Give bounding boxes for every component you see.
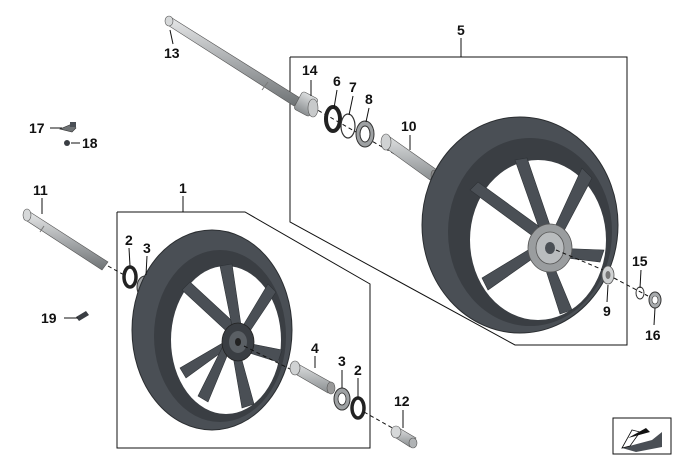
- front-bearing-3-right: [333, 387, 351, 411]
- valve-17: [59, 122, 77, 133]
- rear-seal-6: [324, 105, 342, 133]
- callout-8: 8: [365, 91, 373, 107]
- callout-5: 5: [457, 22, 465, 38]
- callout-9: 9: [603, 303, 611, 319]
- callout-1: 1: [179, 180, 187, 196]
- callout-10: 10: [401, 118, 417, 134]
- rear-spacer-9: [601, 265, 615, 285]
- callout-18: 18: [82, 135, 98, 151]
- valve-cap-18: [64, 140, 70, 146]
- callout-4: 4: [311, 340, 319, 356]
- callout-11: 11: [33, 182, 48, 198]
- callout-19: 19: [41, 310, 57, 326]
- callout-16: 16: [645, 327, 661, 343]
- rear-nut-16: [648, 291, 662, 309]
- arrow-icon: [612, 417, 672, 455]
- rear-wheel: [421, 116, 619, 334]
- callout-2-left: 2: [125, 232, 133, 248]
- callout-3-left: 3: [143, 240, 151, 256]
- front-sleeve-12: [390, 425, 418, 449]
- callout-13: 13: [164, 45, 180, 61]
- rear-spacer-14: [294, 91, 319, 118]
- callout-7: 7: [349, 79, 357, 95]
- rear-spacer-sleeve-10: [380, 133, 438, 181]
- rear-washer-15: [635, 286, 645, 300]
- front-seal-2-right: [350, 396, 366, 420]
- rear-wheel-frame: [289, 38, 628, 346]
- rear-circlip-7: [340, 113, 356, 139]
- callout-2-right: 2: [354, 362, 362, 378]
- callout-12: 12: [394, 393, 410, 409]
- callout-6: 6: [333, 73, 341, 89]
- rear-bearing-8: [355, 120, 375, 148]
- callout-15: 15: [632, 253, 648, 269]
- front-axle: [22, 208, 127, 277]
- front-wheel-frame: [116, 196, 371, 449]
- front-seal-2-left: [122, 265, 138, 289]
- callout-3-right: 3: [338, 353, 346, 369]
- front-spacer-4: [289, 360, 336, 395]
- leader-lines: [41, 29, 656, 428]
- callout-labels: 1 5 13 14 6 7 8 10 9 15 16 17 18 11 2 3 …: [29, 22, 661, 409]
- front-wheel: [131, 229, 293, 431]
- callout-14: 14: [302, 62, 318, 78]
- callout-17: 17: [29, 120, 45, 136]
- bolt-19: [76, 311, 89, 321]
